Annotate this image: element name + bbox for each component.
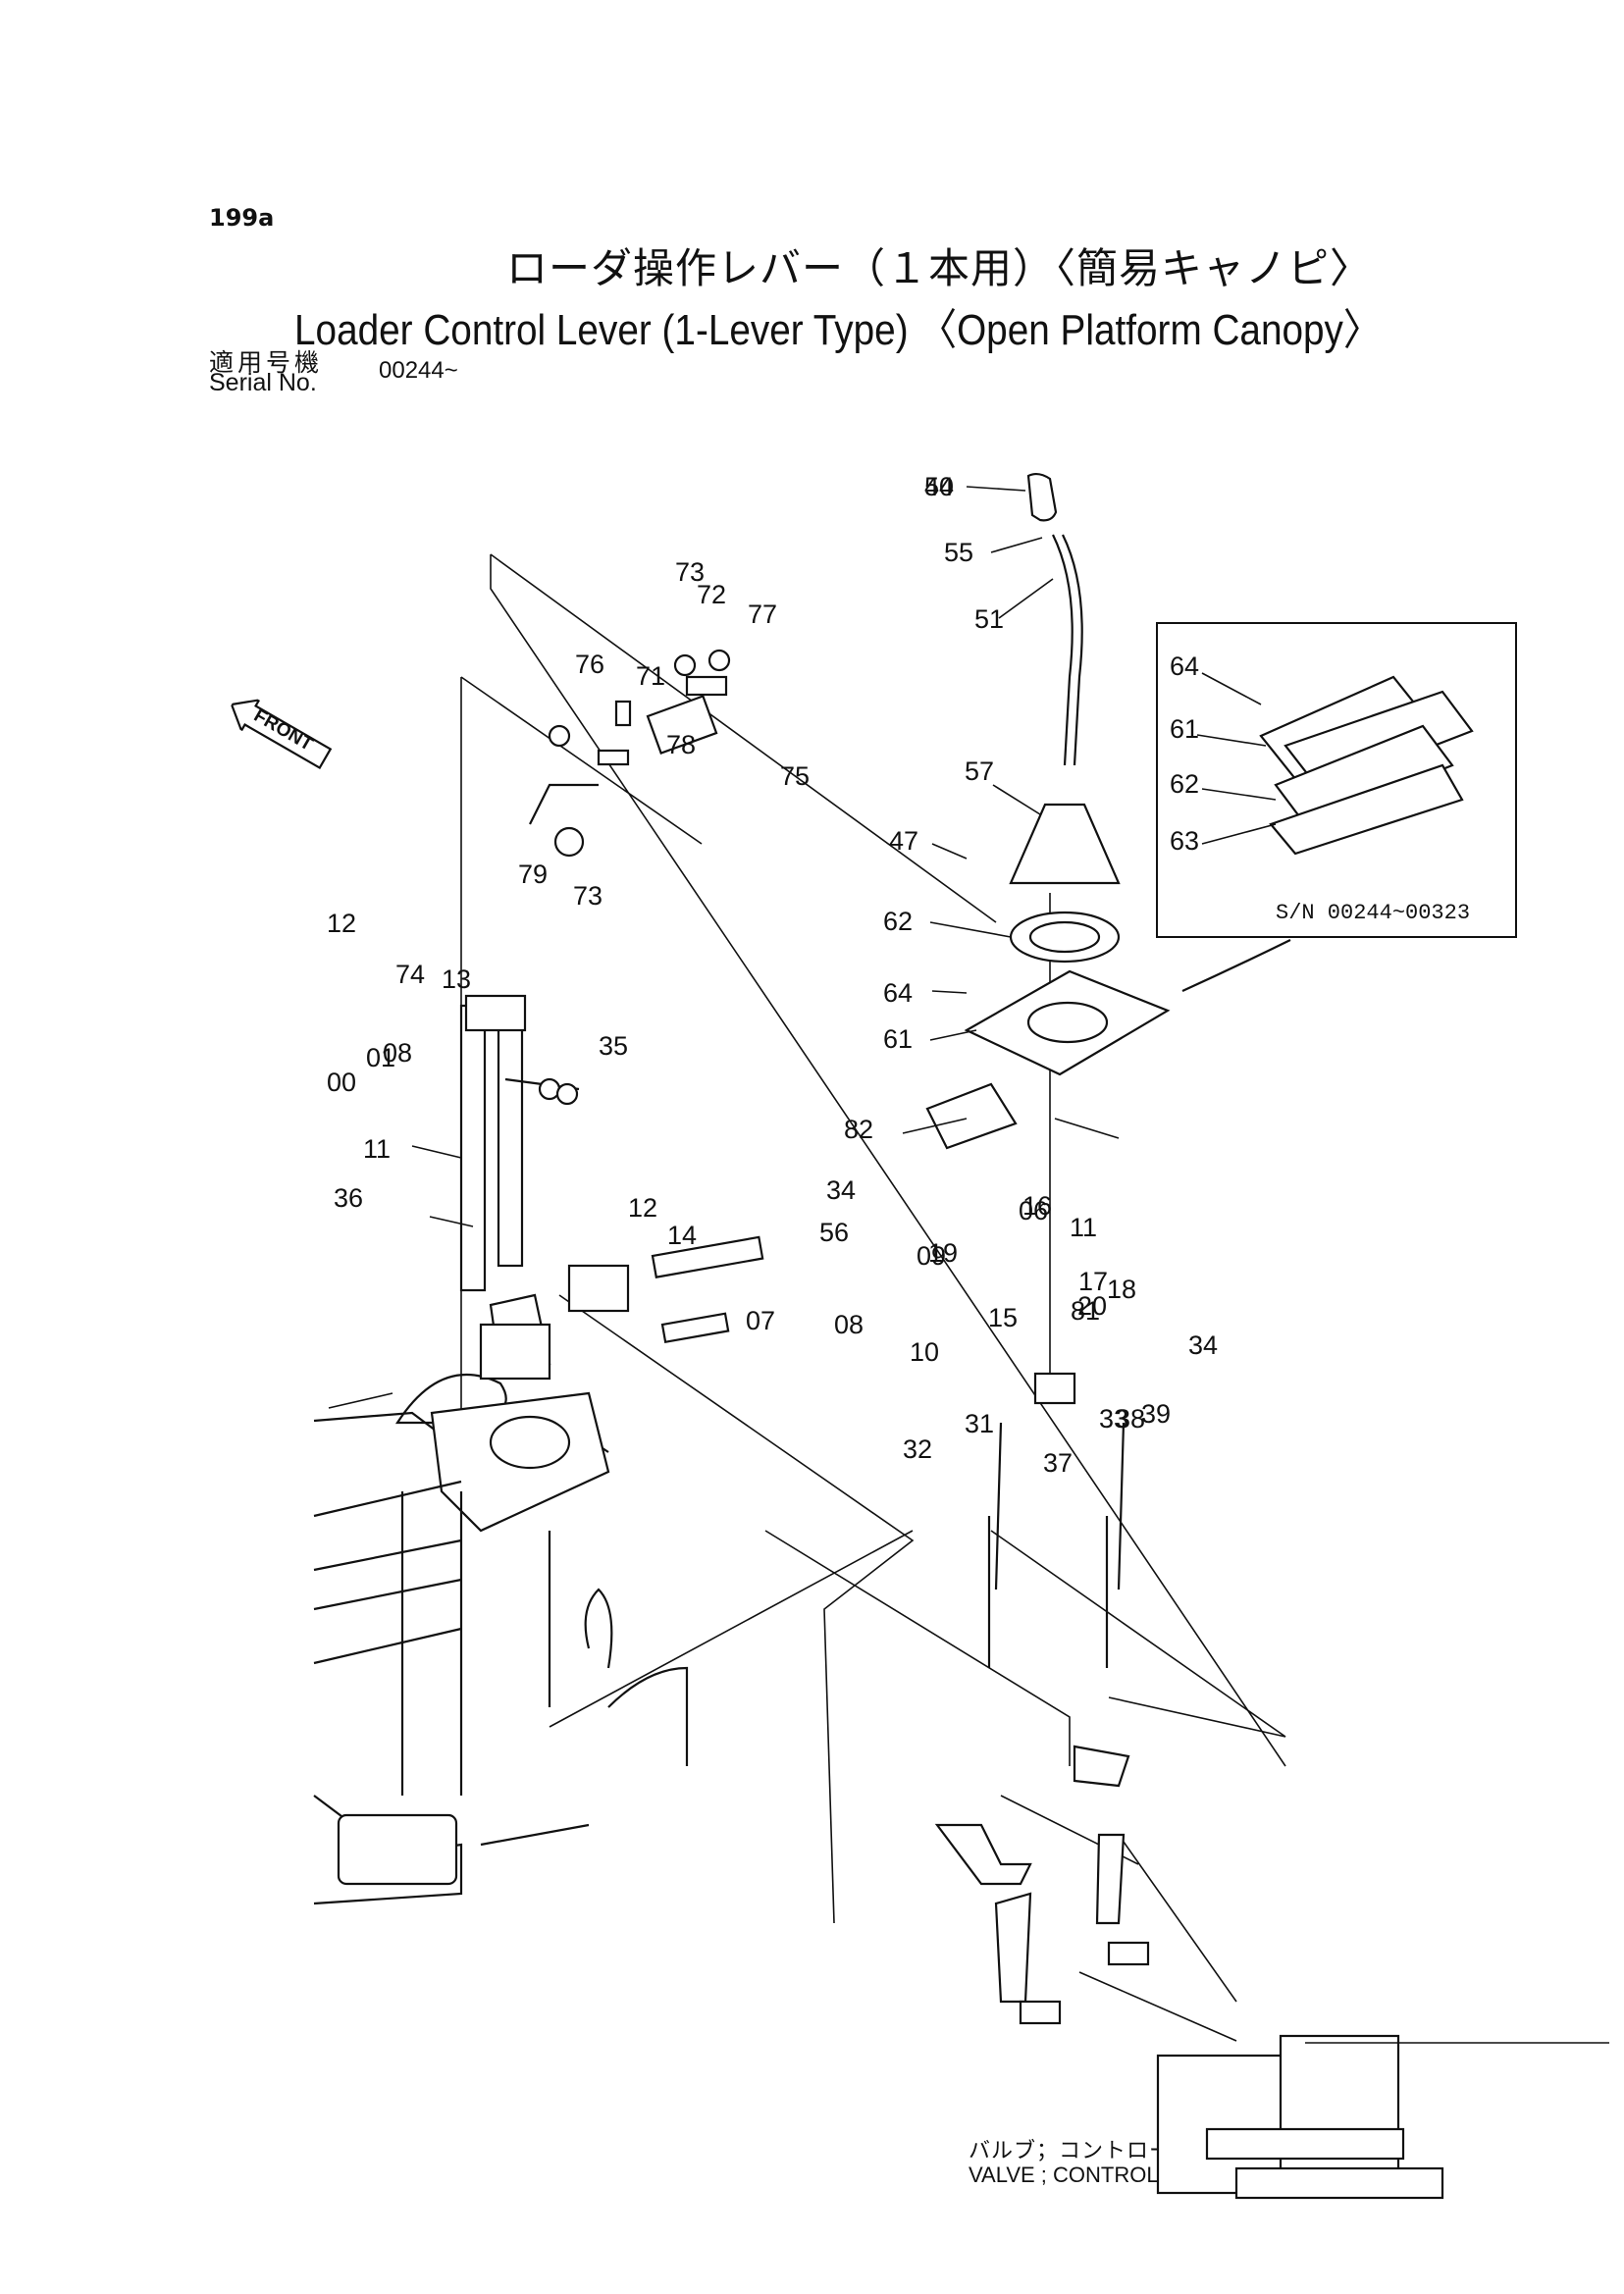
part-callout-77: 77 (748, 600, 777, 629)
valve-label-japanese: バルブ；コントロール (969, 2139, 1195, 2164)
part-callout-51: 51 (974, 604, 1004, 634)
part-callout-08: 08 (383, 1038, 412, 1068)
part-callout-15: 15 (988, 1303, 1018, 1332)
part-callout-01: 01 (366, 1043, 395, 1072)
part-callout-14: 14 (667, 1221, 697, 1250)
inset-callout-63: 63 (1170, 826, 1199, 856)
part-callout-82: 82 (844, 1115, 873, 1144)
lever-bracket (459, 994, 764, 1381)
part-callout-32: 32 (903, 1434, 932, 1464)
part-callout-47: 47 (889, 826, 918, 856)
inset-canopy-box (1156, 622, 1517, 938)
part-callout-33: 33 (1099, 1404, 1128, 1434)
leader-lines (411, 486, 1277, 1227)
inset-callout-62: 62 (1170, 769, 1199, 799)
part-callout-75: 75 (780, 761, 810, 791)
part-callout-73: 73 (675, 557, 705, 587)
part-callout-06: 06 (1019, 1196, 1048, 1225)
page-number: 199a (209, 204, 275, 232)
part-callout-11: 11 (1070, 1213, 1097, 1242)
part-callout-00: 00 (327, 1068, 356, 1097)
part-callout-09: 09 (917, 1241, 946, 1271)
inset-serial-range: S/N 00244~00323 (1276, 901, 1471, 925)
part-callout-18: 18 (1107, 1275, 1136, 1304)
part-callout-34: 34 (826, 1175, 856, 1205)
part-callout-76: 76 (575, 650, 604, 679)
serial-value: 00244~ (379, 357, 458, 384)
part-callout-40: 40 (924, 472, 954, 501)
part-callout-81: 81 (1071, 1296, 1100, 1326)
upper-linkage (529, 649, 731, 858)
part-callout-10: 10 (910, 1337, 939, 1367)
control-valve (1156, 2034, 1609, 2200)
inset-canopy-parts (1259, 675, 1474, 856)
part-callout-13: 13 (442, 965, 471, 994)
inset-callout-64: 64 (1170, 652, 1199, 681)
part-callout-31: 31 (965, 1409, 994, 1438)
part-callout-20: 20 (1077, 1291, 1107, 1321)
part-callout-17: 17 (1078, 1267, 1108, 1296)
part-callout-35: 35 (599, 1031, 628, 1061)
title-japanese: ローダ操作レバー（１本用）〈簡易キャノピ〉 (506, 244, 1373, 292)
part-callout-08: 08 (834, 1310, 864, 1339)
part-callout-57: 57 (965, 756, 994, 786)
part-callout-62: 62 (883, 907, 913, 936)
part-callout-74: 74 (395, 960, 425, 989)
part-callout-07: 07 (746, 1306, 775, 1335)
serial-label-japanese: 適用号機 (209, 348, 324, 377)
part-callout-19: 19 (928, 1238, 958, 1268)
front-arrow-icon: FRONT (223, 689, 336, 774)
part-callout-56: 56 (819, 1218, 849, 1247)
part-callout-72: 72 (697, 580, 726, 609)
lower-levers (934, 1745, 1150, 2025)
part-callout-38: 38 (1116, 1404, 1145, 1434)
valve-label-english: VALVE ; CONTROL (969, 2163, 1159, 2187)
part-callout-78: 78 (666, 730, 696, 759)
part-callout-12: 12 (628, 1193, 657, 1223)
part-callout-73: 73 (573, 881, 602, 911)
part-callout-64: 64 (883, 978, 913, 1008)
part-callout-55: 55 (944, 538, 973, 567)
serial-label-english: Serial No. (209, 369, 317, 396)
title-english: Loader Control Lever (1-Lever Type) 〈Ope… (294, 306, 1382, 354)
part-callout-37: 37 (1043, 1448, 1073, 1478)
part-callout-79: 79 (518, 860, 548, 889)
part-callout-71: 71 (636, 661, 665, 691)
part-callout-39: 39 (1141, 1399, 1171, 1429)
part-callout-36: 36 (334, 1183, 363, 1213)
part-callout-61: 61 (883, 1024, 913, 1054)
frame-outline (460, 553, 1286, 2042)
control-lever (925, 472, 1171, 1668)
part-callout-11: 11 (363, 1134, 391, 1164)
part-callout-54: 54 (924, 472, 954, 501)
part-callout-16: 16 (1022, 1191, 1052, 1221)
part-callout-12: 12 (327, 909, 356, 938)
machine-body (313, 1374, 689, 1905)
part-callout-34: 34 (1188, 1330, 1218, 1360)
inset-callout-61: 61 (1170, 714, 1199, 744)
